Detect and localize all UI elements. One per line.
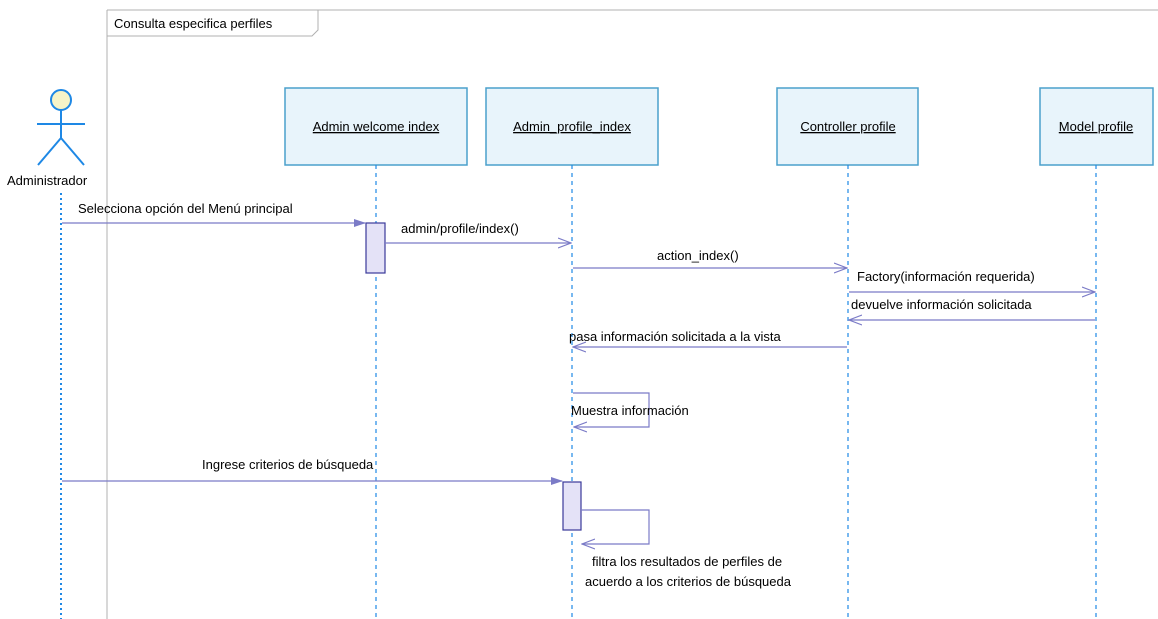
activation-bar-profile-index (562, 481, 582, 531)
lifeline-box (1039, 87, 1154, 166)
lifeline-label: Controller profile (800, 119, 895, 134)
lifeline-label: Admin_profile_index (513, 119, 631, 134)
message-label: action_index() (657, 248, 739, 263)
message-pasa-informacion: pasa información solicitada a la vista (569, 329, 847, 347)
message-muestra-informacion: Muestra información (571, 392, 689, 427)
lifeline-label: Admin welcome index (313, 119, 440, 134)
message-devuelve-informacion: devuelve información solicitada (849, 297, 1095, 320)
message-label: Selecciona opción del Menú principal (78, 201, 293, 216)
lifeline-admin-profile-index: Admin_profile_index (485, 87, 659, 619)
message-label: admin/profile/index() (401, 221, 519, 236)
lifeline-box (485, 87, 659, 166)
actor-administrador: Administrador (7, 89, 88, 619)
message-label: Ingrese criterios de búsqueda (202, 457, 374, 472)
lifeline-box (284, 87, 468, 166)
message-selecciona-opcion: Selecciona opción del Menú principal (62, 201, 366, 227)
lifeline-controller-profile: Controller profile (776, 87, 919, 619)
message-filtra-resultados: filtra los resultados de perfiles de acu… (581, 509, 792, 589)
message-label: Muestra información (571, 403, 689, 418)
message-admin-profile-index: admin/profile/index() (385, 221, 571, 243)
frame-tab (107, 9, 319, 37)
actor-label: Administrador (7, 173, 88, 188)
message-ingrese-criterios: Ingrese criterios de búsqueda (62, 457, 563, 485)
message-factory: Factory(información requerida) (849, 269, 1095, 292)
lifeline-label: Model profile (1059, 119, 1133, 134)
activation-bar-welcome (365, 222, 386, 274)
message-label-line1: filtra los resultados de perfiles de (592, 554, 782, 569)
actor-head-icon (50, 89, 72, 111)
lifeline-model-profile: Model profile (1039, 87, 1154, 619)
message-action-index: action_index() (573, 248, 847, 268)
lifeline-admin-welcome-index: Admin welcome index (284, 87, 468, 619)
diagram-frame: Consulta especifica perfiles (106, 9, 1158, 619)
frame-title: Consulta especifica perfiles (114, 16, 273, 31)
lifeline-box (776, 87, 919, 166)
message-label: pasa información solicitada a la vista (569, 329, 781, 344)
message-label: Factory(información requerida) (857, 269, 1035, 284)
message-label: devuelve información solicitada (851, 297, 1032, 312)
message-label-line2: acuerdo a los criterios de búsqueda (585, 574, 792, 589)
